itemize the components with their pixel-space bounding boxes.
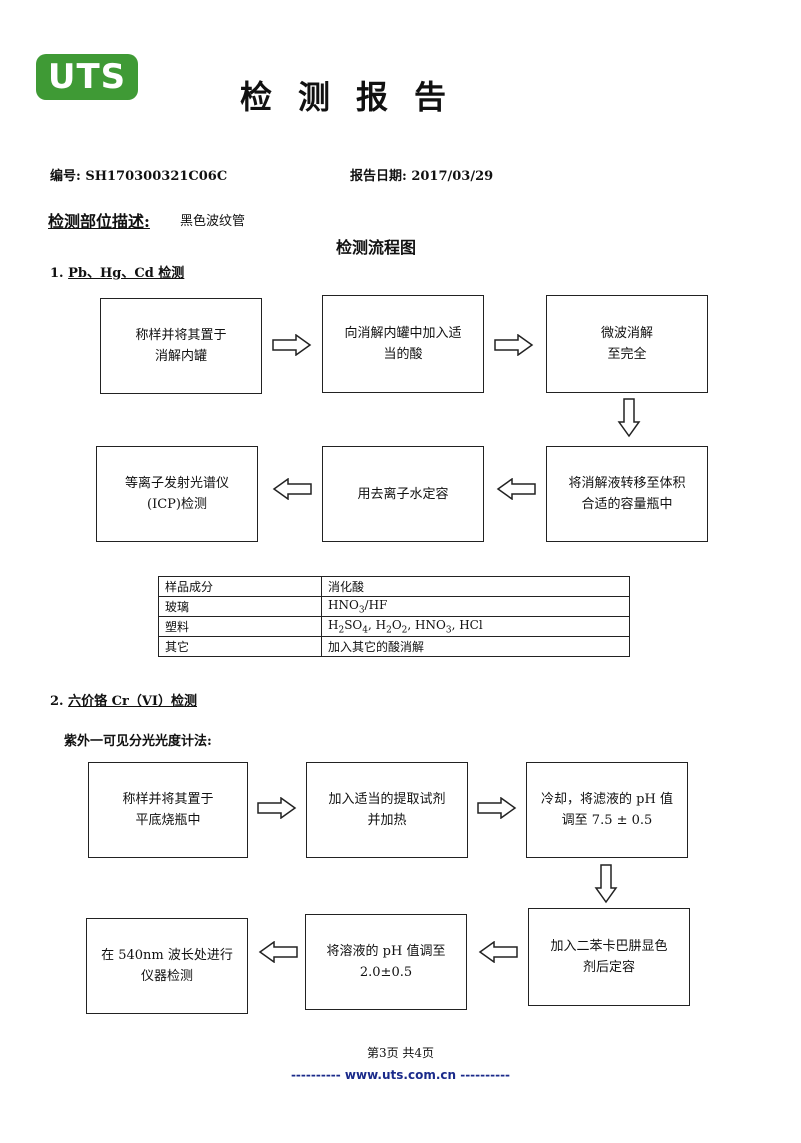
flow1-step2: 向消解内罐中加入适当的酸 (322, 295, 484, 393)
report-date: 报告日期: 2017/03/29 (350, 169, 494, 184)
flow2-arrow-right-2 (477, 797, 517, 819)
table-row: 塑料 H2SO4, H2O2, HNO3, HCl (158, 616, 630, 637)
table-header-cell: 消化酸 (321, 576, 630, 597)
section2-number: 2. (50, 694, 69, 709)
table-cell: 塑料 (158, 616, 322, 637)
table-header-row: 样品成分 消化酸 (158, 576, 630, 597)
flow2-step1: 称样并将其置于平底烧瓶中 (88, 762, 248, 858)
flow2-step5-line2: 2.0±0.5 (359, 965, 413, 980)
flow2-step3-line2: 调至 7.5 ± 0.5 (561, 813, 653, 828)
flow2-step2-line2: 并加热 (367, 813, 407, 828)
section1-heading: 1. Pb、Hg、Cd 检测 (50, 262, 184, 281)
table-cell: HNO3/HF (321, 596, 630, 617)
flow2-step3: 冷却，将滤液的 pH 值调至 7.5 ± 0.5 (526, 762, 688, 858)
table-row: 玻璃 HNO3/HF (158, 596, 630, 617)
flow2-step6-line2: 仪器检测 (140, 969, 193, 984)
flow2-step1-line2: 平底烧瓶中 (135, 813, 201, 828)
flow2-arrow-down (594, 864, 618, 904)
flow-chart-title: 检测流程图 (336, 238, 417, 257)
flow1-step2-line2: 当的酸 (383, 347, 423, 362)
flow1-step5: 用去离子水定容 (322, 446, 484, 542)
flow2-step6: 在 540nm 波长处进行仪器检测 (86, 918, 248, 1014)
website-url[interactable]: ---------- www.uts.com.cn ---------- (290, 1068, 511, 1082)
flow2-step4: 加入二苯卡巴肼显色剂后定容 (528, 908, 690, 1006)
table-cell: H2SO4, H2O2, HNO3, HCl (321, 616, 630, 637)
flow2-arrow-right-1 (257, 797, 297, 819)
table-cell: 其它 (158, 636, 322, 657)
table-header-cell: 样品成分 (158, 576, 322, 597)
flow1-arrow-right-2 (494, 334, 534, 356)
section1-number: 1. (50, 266, 69, 281)
part-description-label: 检测部位描述: (48, 212, 150, 231)
flow2-step2: 加入适当的提取试剂并加热 (306, 762, 468, 858)
flow2-arrow-left-2 (258, 941, 298, 963)
flow1-step1: 称样并将其置于消解内罐 (100, 298, 262, 394)
logo-text: UTS (47, 57, 127, 97)
flow1-arrow-left-2 (272, 478, 312, 500)
flow1-step1-line2: 消解内罐 (154, 349, 207, 364)
flow2-step4-line2: 剂后定容 (582, 960, 635, 975)
report-number: 编号: SH170300321C06C (50, 169, 228, 184)
digestion-acid-table: 样品成分 消化酸 玻璃 HNO3/HF 塑料 H2SO4, H2O2, HNO3… (158, 576, 630, 657)
flow2-step3-line1: 冷却，将滤液的 pH 值 (541, 792, 673, 807)
flow1-step6: 等离子发射光谱仪 (ICP)检测 (96, 446, 258, 542)
section1-title: Pb、Hg、Cd 检测 (68, 266, 185, 281)
flow2-step1-line1: 称样并将其置于 (122, 792, 214, 807)
flow1-arrow-right-1 (272, 334, 312, 356)
flow2-step4-line1: 加入二苯卡巴肼显色 (550, 939, 668, 954)
page-title: 检测报告 (240, 78, 473, 116)
flow1-step4-line2: 合适的容量瓶中 (581, 497, 673, 512)
flow2-arrow-left-1 (478, 941, 518, 963)
table-cell: 加入其它的酸消解 (321, 636, 630, 657)
flow1-step4-line1: 将消解液转移至体积 (568, 476, 686, 491)
section2-heading: 2. 六价铬 Cr（VI）检测 (50, 690, 197, 709)
flow1-step6-line2: (ICP)检测 (147, 497, 207, 512)
part-description-value: 黑色波纹管 (180, 214, 246, 229)
section2-method: 紫外一可见分光光度计法: (64, 734, 212, 749)
flow1-step6-line1: 等离子发射光谱仪 (124, 476, 229, 491)
page-number: 第3页 共4页 (366, 1046, 435, 1060)
flow1-step3-line1: 微波消解 (600, 326, 653, 341)
flow2-step2-line1: 加入适当的提取试剂 (328, 792, 446, 807)
flow1-step3-line2: 至完全 (607, 347, 647, 362)
uts-logo: UTS (36, 54, 138, 100)
table-cell: 玻璃 (158, 596, 322, 617)
flow2-step5: 将溶液的 pH 值调至 2.0±0.5 (305, 914, 467, 1010)
flow1-step1-line1: 称样并将其置于 (135, 328, 227, 343)
table-row: 其它 加入其它的酸消解 (158, 636, 630, 657)
flow1-step5-line1: 用去离子水定容 (357, 486, 449, 502)
flow1-step3: 微波消解至完全 (546, 295, 708, 393)
flow1-step4: 将消解液转移至体积合适的容量瓶中 (546, 446, 708, 542)
flow1-arrow-left-1 (496, 478, 536, 500)
flow1-arrow-down (617, 398, 641, 438)
flow2-step5-line1: 将溶液的 pH 值调至 (326, 944, 446, 959)
flow1-step2-line1: 向消解内罐中加入适 (344, 326, 462, 341)
section2-title: 六价铬 Cr（VI）检测 (68, 694, 197, 709)
flow2-step6-line1: 在 540nm 波长处进行 (101, 948, 233, 963)
